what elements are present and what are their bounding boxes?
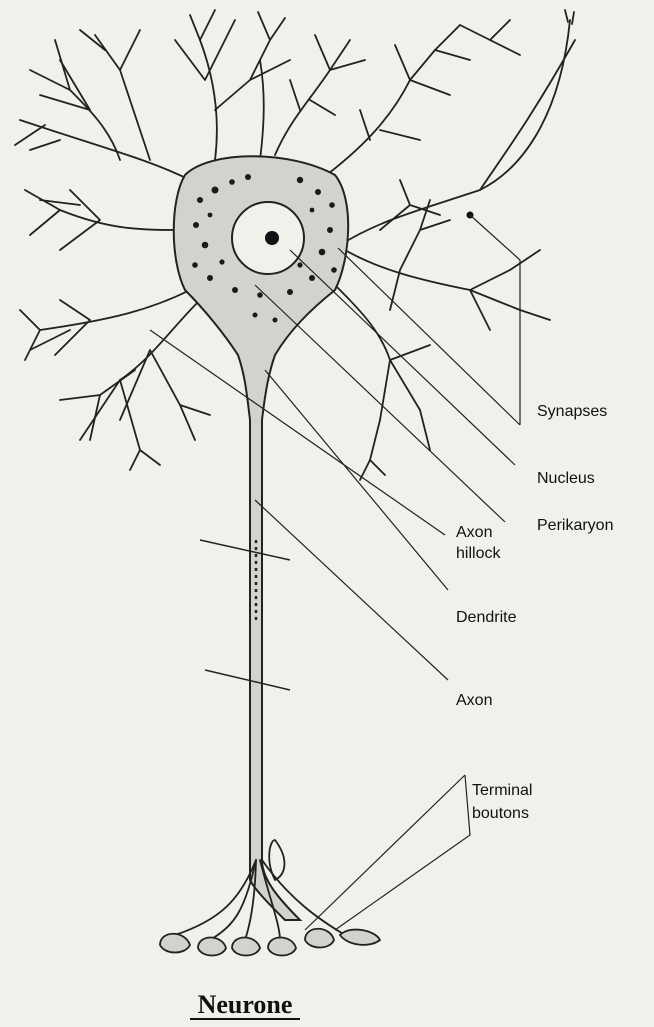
leader-lines bbox=[150, 215, 520, 930]
nucleolus bbox=[265, 231, 279, 245]
label-axon-hillock-line2: hillock bbox=[456, 545, 501, 562]
axon-cut-mark-lower bbox=[205, 670, 290, 690]
leader-terminal-boutons bbox=[305, 775, 470, 930]
label-axon: Axon bbox=[456, 692, 492, 709]
leader-axon bbox=[255, 500, 448, 680]
axon-cut-mark-upper bbox=[200, 540, 290, 560]
label-terminal-boutons-line2: boutons bbox=[472, 805, 529, 822]
leader-nucleus bbox=[290, 250, 515, 465]
leader-synapses bbox=[338, 215, 520, 425]
terminal-boutons bbox=[160, 929, 380, 956]
leader-dendrite bbox=[265, 370, 448, 590]
label-perikaryon: Perikaryon bbox=[537, 517, 613, 534]
label-nucleus: Nucleus bbox=[537, 470, 595, 487]
figure-caption: Neurone bbox=[198, 990, 293, 1019]
label-dendrite: Dendrite bbox=[456, 609, 517, 626]
label-synapses: Synapses bbox=[537, 403, 607, 420]
leader-axon-hillock bbox=[150, 330, 445, 535]
label-terminal-boutons-line1: Terminal bbox=[472, 782, 532, 799]
label-axon-hillock-line1: Axon bbox=[456, 524, 492, 541]
